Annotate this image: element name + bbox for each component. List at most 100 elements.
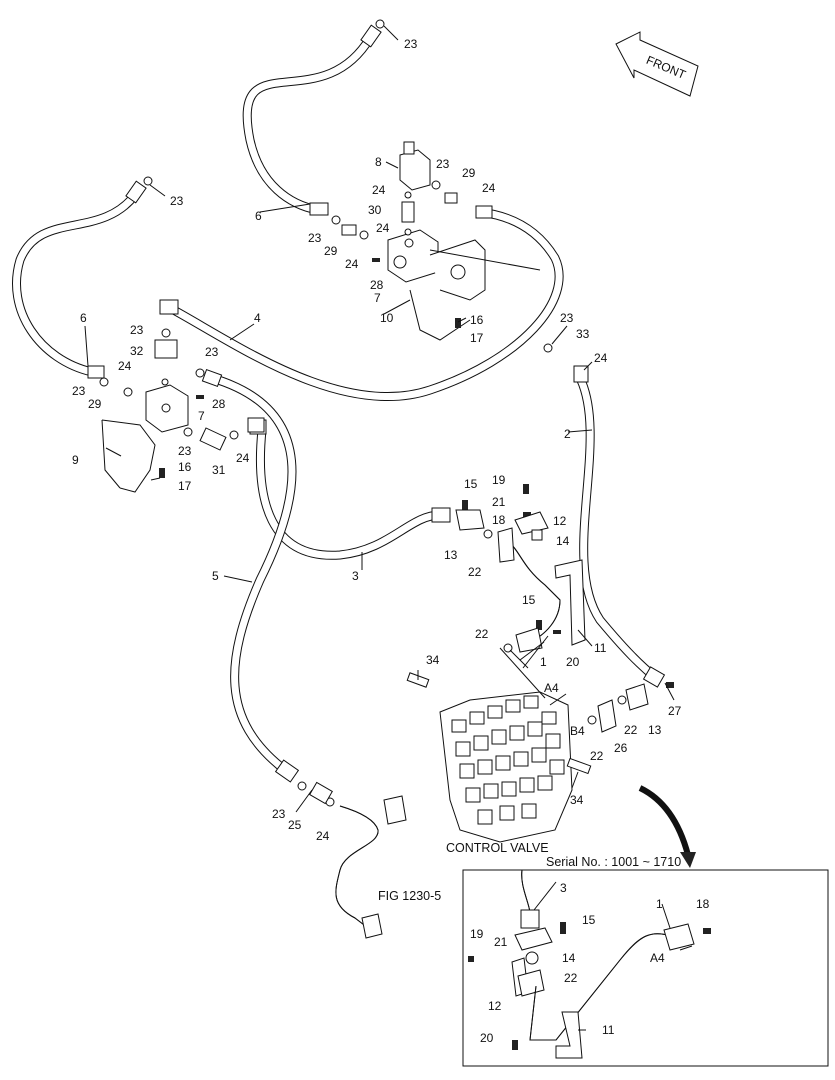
callout: 8 <box>375 155 382 169</box>
callout: 24 <box>372 183 386 197</box>
callout: 24 <box>316 829 330 843</box>
callout: 23 <box>72 384 86 398</box>
callout: 24 <box>376 221 390 235</box>
callout: 16 <box>178 460 192 474</box>
pipe-fig-1230-5 <box>309 781 407 939</box>
callout: 26 <box>614 741 628 755</box>
hose-5 <box>207 373 297 775</box>
callout: 14 <box>556 534 570 548</box>
callout: 30 <box>368 203 382 217</box>
control-valve <box>406 672 649 843</box>
callout: 22 <box>590 749 604 763</box>
callout: 23 <box>205 345 219 359</box>
callout: 1 <box>656 897 663 911</box>
pipe-1-assembly <box>455 509 586 653</box>
callout: 12 <box>553 514 567 528</box>
callout: 28 <box>212 397 226 411</box>
small-parts <box>99 19 674 807</box>
callout: 34 <box>426 653 440 667</box>
callout: 18 <box>492 513 506 527</box>
callout: 29 <box>88 397 102 411</box>
hose-2 <box>575 373 661 683</box>
front-arrow: FRONT <box>615 31 699 97</box>
callout: 23 <box>404 37 418 51</box>
callout: 32 <box>130 344 144 358</box>
bracket-9 <box>101 419 156 493</box>
callout: 20 <box>566 655 580 669</box>
leader-lines <box>84 25 693 1031</box>
callout: 7 <box>374 291 381 305</box>
callout: 7 <box>198 409 205 423</box>
callout: 24 <box>236 451 250 465</box>
callout: 4 <box>254 311 261 325</box>
callout: 23 <box>308 231 322 245</box>
callout: 24 <box>594 351 608 365</box>
callout: 23 <box>130 323 144 337</box>
callout: 23 <box>436 157 450 171</box>
callout: 28 <box>370 278 384 292</box>
callout: 19 <box>470 927 484 941</box>
callout: 31 <box>212 463 226 477</box>
callout: 22 <box>564 971 578 985</box>
callout: 33 <box>576 327 590 341</box>
port-label-b4: B4 <box>570 724 585 738</box>
callout: 15 <box>464 477 478 491</box>
hose-6-left <box>12 190 140 377</box>
callout: 22 <box>475 627 489 641</box>
callout: 11 <box>602 1023 615 1037</box>
callout: 23 <box>170 194 184 208</box>
callout: 17 <box>178 479 192 493</box>
callout: 14 <box>562 951 576 965</box>
callout: 21 <box>494 935 508 949</box>
callout: 23 <box>272 807 286 821</box>
inset-detail: Serial No. : 1001 ~ 1710 <box>462 855 829 1067</box>
callout: 20 <box>480 1031 494 1045</box>
callout: 21 <box>492 495 506 509</box>
callout: 3 <box>560 881 567 895</box>
callout: 24 <box>345 257 359 271</box>
callout: 2 <box>564 427 571 441</box>
fig-ref-label: FIG 1230-5 <box>378 889 441 903</box>
callout: 25 <box>288 818 302 832</box>
callout: 34 <box>570 793 584 807</box>
callout: 10 <box>380 311 394 325</box>
callout: 6 <box>80 311 87 325</box>
callout: 22 <box>468 565 482 579</box>
serial-label: Serial No. : 1001 ~ 1710 <box>546 855 681 869</box>
port-label-a4-main: A4 <box>544 681 559 695</box>
valve-block-right <box>341 141 458 283</box>
callout: 16 <box>470 313 484 327</box>
hose-fittings <box>87 24 666 783</box>
callout: 15 <box>522 593 536 607</box>
callout: 29 <box>324 244 338 258</box>
callout: 18 <box>696 897 710 911</box>
callout: 5 <box>212 569 219 583</box>
callout: 17 <box>470 331 484 345</box>
callout: 29 <box>462 166 476 180</box>
callout: 23 <box>178 444 192 458</box>
callout: 1 <box>540 655 547 669</box>
callout: 19 <box>492 473 506 487</box>
callout: 6 <box>255 209 262 223</box>
callout: 27 <box>668 704 682 718</box>
valve-block-left <box>145 339 265 451</box>
callout: 3 <box>352 569 359 583</box>
hose-6-upper <box>242 33 375 215</box>
callout: 24 <box>118 359 132 373</box>
control-valve-label: CONTROL VALVE <box>446 841 549 855</box>
hose-3 <box>255 425 445 560</box>
callout: 22 <box>624 723 638 737</box>
callout: 13 <box>648 723 662 737</box>
callout: 15 <box>582 913 596 927</box>
callout: 24 <box>482 181 496 195</box>
callout: 9 <box>72 453 79 467</box>
hose-4 <box>165 207 564 402</box>
port-label-a4-inset: A4 <box>650 951 665 965</box>
callout-numbers: 23 23 8 23 29 24 24 30 6 24 23 29 24 28 … <box>72 37 710 1045</box>
callout: 23 <box>560 311 574 325</box>
callout: 13 <box>444 548 458 562</box>
detail-arrow <box>638 785 696 868</box>
callout: 11 <box>594 641 607 655</box>
callout: 12 <box>488 999 502 1013</box>
